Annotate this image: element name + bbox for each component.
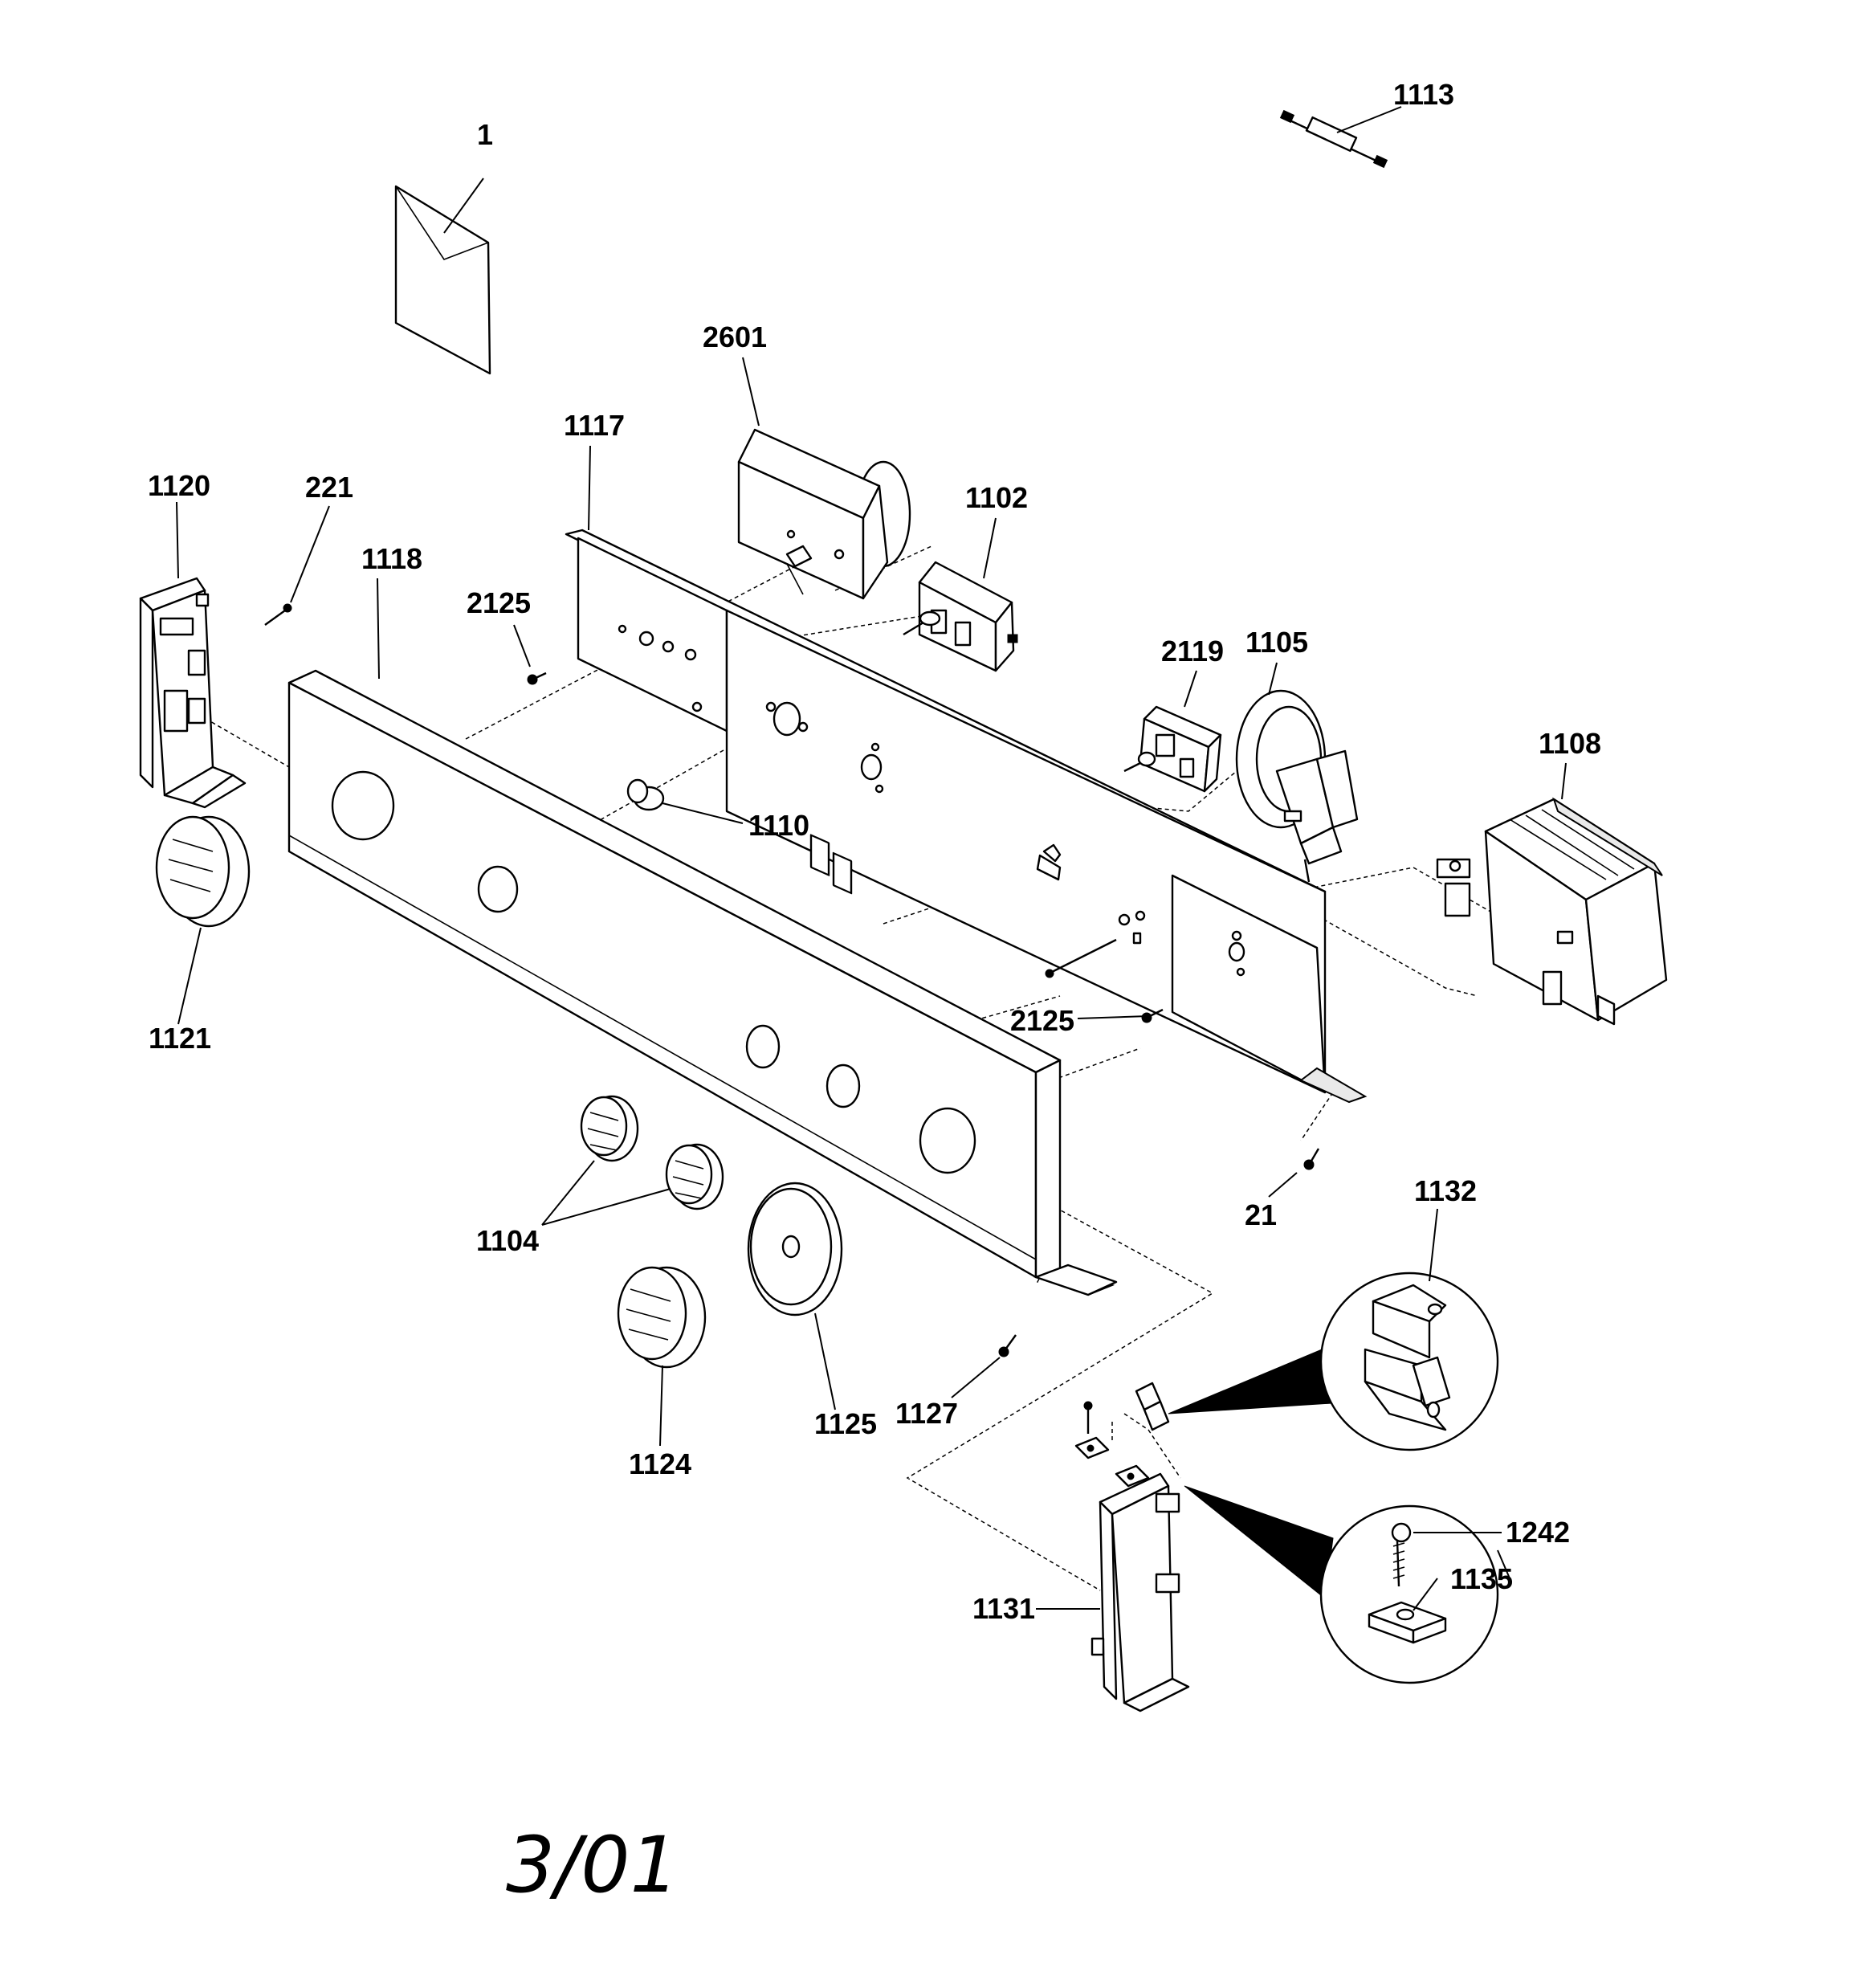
callout-2125-upper: 2125	[467, 586, 531, 619]
part-1121-knob	[155, 815, 251, 928]
callout-2119: 2119	[1161, 635, 1224, 667]
part-1-literature-packet	[394, 185, 491, 375]
callout-1135: 1135	[1450, 1562, 1513, 1595]
part-1108-controller-assembly	[1436, 797, 1668, 1026]
callout-1242: 1242	[1506, 1516, 1570, 1549]
callout-1102: 1102	[965, 481, 1028, 514]
callout-1124: 1124	[629, 1447, 691, 1480]
part-1120-left-end-cap	[139, 577, 247, 809]
part-1113-wire-harness	[1279, 109, 1388, 169]
callout-1127: 1127	[895, 1397, 958, 1430]
part-1110-bushing	[626, 778, 665, 811]
callout-1120: 1120	[148, 469, 210, 502]
callout-1110: 1110	[748, 809, 809, 842]
part-2125-screw-lower	[1045, 938, 1164, 1023]
part-1127-screw	[998, 1334, 1017, 1357]
leader-lines	[176, 106, 1567, 1611]
date-mark: 3/01	[506, 1820, 679, 1910]
callout-1108: 1108	[1539, 727, 1601, 760]
part-2601-timer	[737, 428, 911, 895]
callout-1121: 1121	[149, 1022, 211, 1055]
part-1135-clip-small	[1074, 1436, 1150, 1488]
detail-callout-1242-1135	[1184, 1485, 1499, 1684]
callout-1132: 1132	[1414, 1174, 1477, 1207]
part-1104-knob-left	[580, 1095, 639, 1162]
part-221-screw	[264, 603, 292, 626]
callout-1104: 1104	[476, 1224, 539, 1257]
part-2125-screw-upper	[527, 672, 547, 685]
callout-labels: 1 1113 2601 1117 1102 1120 221 1118 2125…	[148, 78, 1601, 1625]
callout-1131: 1131	[972, 1592, 1035, 1625]
part-1104-knob-right	[665, 1143, 724, 1210]
callout-1105: 1105	[1245, 626, 1308, 659]
part-1124-knob	[617, 1266, 707, 1369]
callout-221: 221	[305, 471, 353, 504]
part-1131-right-end-cap	[1090, 1472, 1190, 1712]
part-2119-selector-switch	[1123, 705, 1222, 793]
callout-1117: 1117	[564, 409, 625, 442]
callout-2125-lower: 2125	[1010, 1004, 1074, 1037]
detail-callout-1132	[1168, 1272, 1499, 1451]
part-1118-console-panel	[287, 669, 1118, 1296]
callout-2601: 2601	[703, 320, 767, 353]
callout-1118: 1118	[361, 542, 422, 575]
part-21-screw	[1303, 1148, 1320, 1170]
part-1102-switch	[903, 561, 1018, 672]
part-1125-dial-skirt	[747, 1182, 843, 1316]
part-1105-pressure-switch	[1235, 689, 1359, 883]
callout-1113: 1113	[1393, 78, 1454, 111]
callout-1: 1	[477, 118, 493, 151]
callout-1125: 1125	[814, 1407, 877, 1440]
callout-21: 21	[1245, 1198, 1277, 1231]
part-1117-rear-bracket	[565, 529, 1368, 1104]
part-1132-clip-small	[1135, 1382, 1170, 1431]
part-1242-screw-small	[1083, 1401, 1093, 1434]
